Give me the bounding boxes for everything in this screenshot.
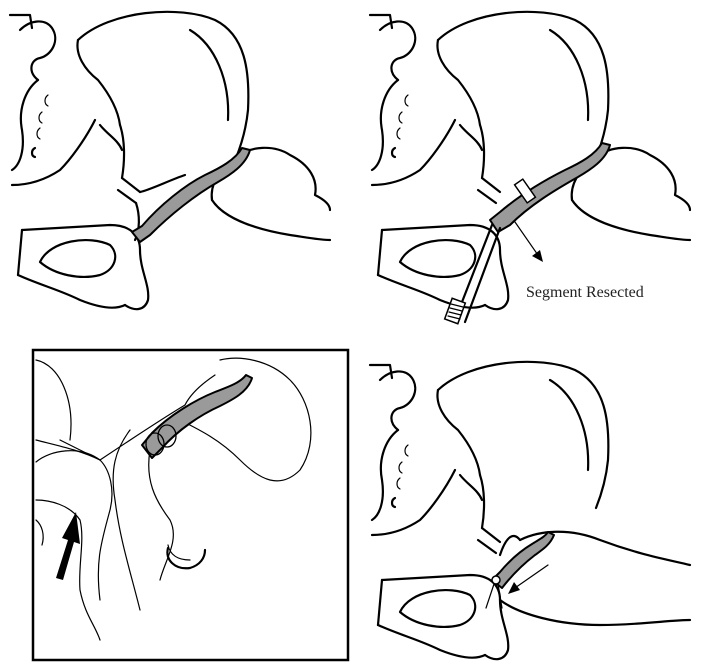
panel-bottom-right [370,362,690,659]
panel-bottom-left [33,350,348,660]
pelvis-bone-outline [10,12,330,309]
pelvis-bone-outline [370,362,690,659]
panel-top-left [10,12,330,309]
tendon-graft [490,143,610,232]
panel-top-right: Segment Resected [370,12,690,324]
tendon-graft [492,532,554,588]
tendon-graft [132,148,250,242]
segment-resected-label: Segment Resected [526,284,644,301]
pelvis-bone-outline [370,12,690,309]
resection-arrow [515,222,543,262]
